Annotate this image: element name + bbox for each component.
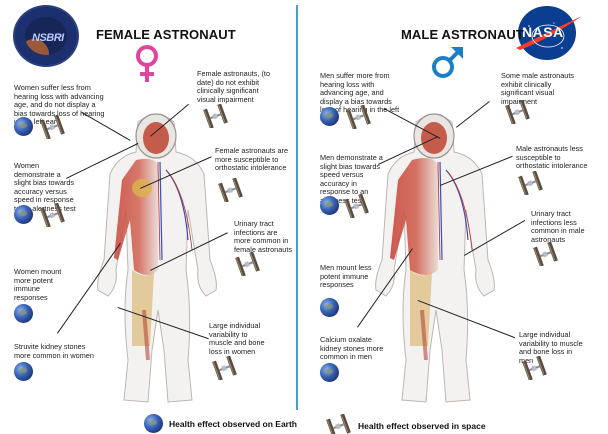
male-note-alertness: Men demonstrate a slight bias towards sp… — [320, 153, 383, 205]
earth-icon — [144, 414, 163, 433]
female-note-orthostatic: Female astronauts are more susceptible t… — [215, 146, 289, 173]
space-station-icon — [346, 105, 372, 129]
center-divider — [296, 5, 298, 410]
female-symbol-icon — [136, 45, 158, 82]
earth-icon — [320, 107, 339, 126]
space-station-icon — [533, 242, 559, 266]
nsbri-logo: NSBRI — [13, 5, 79, 67]
female-note-hearing: Women suffer less from hearing loss with… — [14, 83, 105, 127]
legend-space-label: Health effect observed in space — [358, 421, 486, 431]
space-station-icon — [522, 356, 548, 380]
male-note-immune: Men mount less potent immune responses — [320, 263, 372, 290]
earth-icon — [14, 362, 33, 381]
male-note-vision: Some male astronauts exhibit clinically … — [501, 71, 575, 106]
space-station-icon — [212, 356, 238, 380]
earth-icon — [14, 205, 33, 224]
space-station-icon — [203, 104, 229, 128]
space-station-icon — [326, 414, 352, 434]
female-note-urinary: Urinary tract infections are more common… — [234, 219, 293, 254]
legend-earth-label: Health effect observed on Earth — [169, 418, 298, 429]
space-station-icon — [235, 252, 261, 276]
legend-space: Health effect observed in space — [326, 414, 486, 434]
space-station-icon — [218, 178, 244, 202]
male-note-muscle: Large individual variability to muscle a… — [519, 330, 583, 365]
female-note-kidney: Struvite kidney stones more common in wo… — [14, 342, 94, 360]
space-station-icon — [40, 115, 66, 139]
male-title: MALE ASTRONAUT — [401, 27, 524, 42]
earth-icon — [320, 298, 339, 317]
male-note-urinary: Urinary tract infections less common in … — [531, 209, 585, 244]
nasa-swoosh-icon — [516, 16, 582, 50]
earth-icon — [320, 363, 339, 382]
space-station-icon — [518, 171, 544, 195]
nasa-logo: NASA — [516, 6, 582, 60]
male-note-orthostatic: Male astronauts less susceptible to orth… — [516, 144, 588, 171]
earth-icon — [14, 117, 33, 136]
female-note-vision: Female astronauts, (to date) do not exhi… — [197, 69, 271, 104]
female-title: FEMALE ASTRONAUT — [96, 27, 236, 42]
earth-icon — [320, 196, 339, 215]
male-symbol-icon — [432, 47, 463, 78]
male-note-kidney: Calcium oxalate kidney stones more commo… — [320, 335, 384, 362]
female-note-alertness: Women demonstrate a slight bias towards … — [14, 161, 76, 213]
legend-earth: Health effect observed on Earth — [144, 414, 297, 433]
space-station-icon — [344, 194, 370, 218]
female-note-immune: Women mount more potent immune responses — [14, 267, 62, 302]
space-station-icon — [40, 203, 66, 227]
female-note-muscle: Large individual variability to muscle a… — [209, 321, 265, 356]
space-station-icon — [505, 100, 531, 124]
male-astronaut-figure — [375, 113, 495, 403]
earth-icon — [14, 304, 33, 323]
